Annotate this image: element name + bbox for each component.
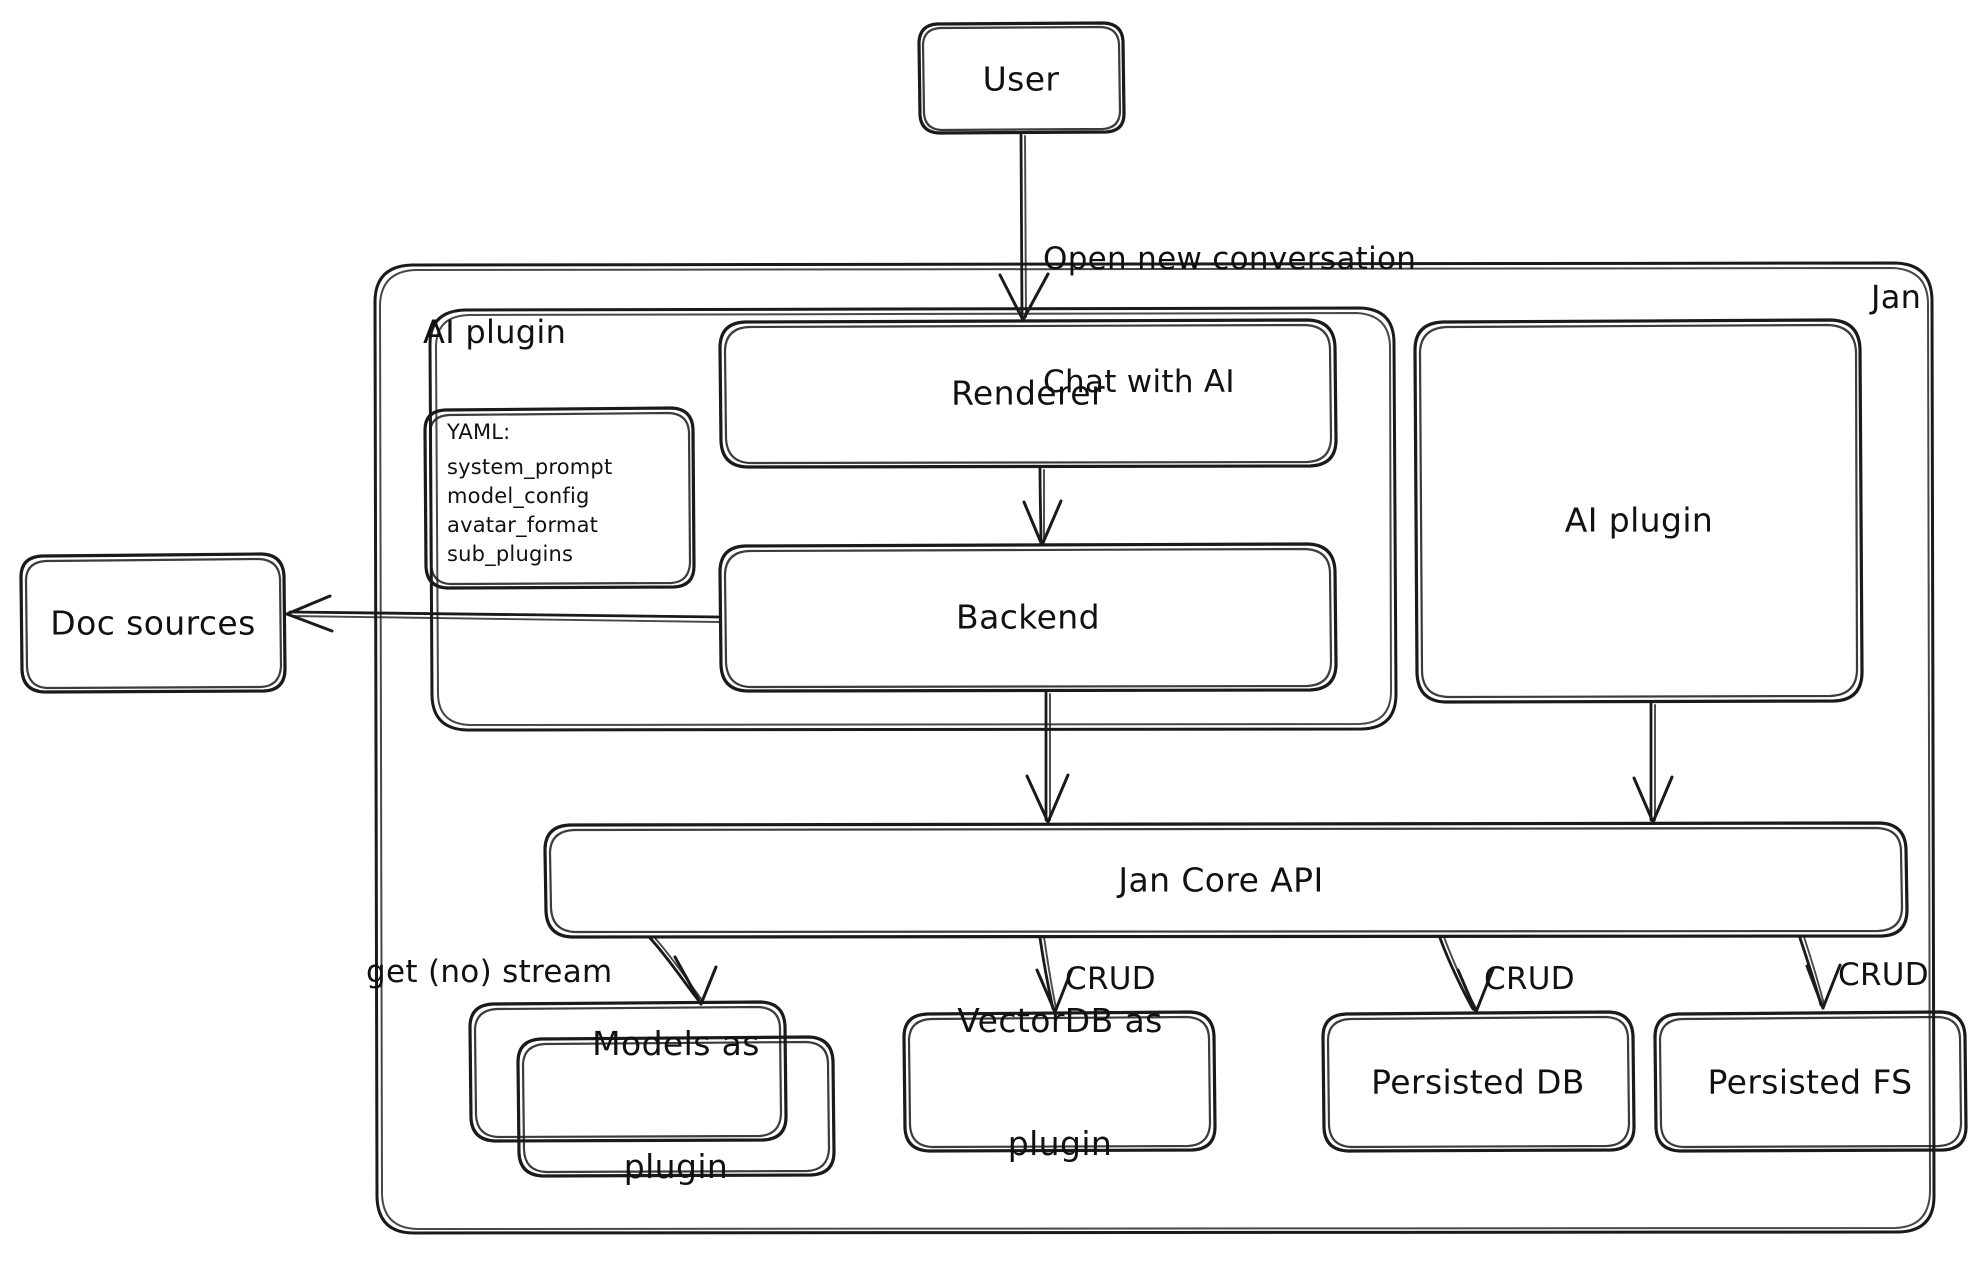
node-renderer-box[interactable] xyxy=(718,318,1338,469)
yaml-header: YAML: xyxy=(447,420,511,444)
edge-core-api-to-persisted-db xyxy=(1438,936,1495,1014)
yaml-config-text: YAML: system_prompt model_config avatar_… xyxy=(447,418,612,569)
node-doc-sources-box[interactable] xyxy=(19,552,287,694)
edge-core-api-to-models xyxy=(648,936,718,1006)
node-ai-plugin-right-box[interactable] xyxy=(1413,318,1864,704)
edge-backend-to-core-api xyxy=(1025,690,1070,824)
node-persisted-db-box[interactable] xyxy=(1321,1010,1636,1153)
edge-core-api-to-vectordb xyxy=(1035,936,1074,1014)
node-persisted-fs-box[interactable] xyxy=(1653,1010,1968,1153)
container-ai-plugin-group xyxy=(428,306,1398,732)
node-user-box[interactable] xyxy=(917,21,1126,135)
yaml-key-avatar-format: avatar_format xyxy=(447,512,599,537)
node-backend-box[interactable] xyxy=(718,542,1338,693)
edge-backend-to-doc-sources xyxy=(285,594,722,633)
edge-renderer-to-backend xyxy=(1022,466,1063,547)
yaml-key-model-config: model_config xyxy=(447,483,590,508)
node-models-plugin-back-box xyxy=(468,1000,788,1143)
edge-ai-plugin-to-core-api xyxy=(1632,701,1674,824)
yaml-key-sub-plugins: sub_plugins xyxy=(447,541,574,566)
node-jan-core-api-box[interactable] xyxy=(543,821,1909,939)
node-yaml-config-box[interactable] xyxy=(423,406,696,590)
yaml-key-system-prompt: system_prompt xyxy=(447,454,613,479)
edge-core-api-to-persisted-fs xyxy=(1798,936,1842,1010)
edge-user-to-renderer xyxy=(998,132,1050,322)
node-vectordb-plugin-box[interactable] xyxy=(902,1010,1217,1153)
node-models-plugin-box[interactable] xyxy=(516,1035,836,1178)
container-jan xyxy=(373,261,1936,1235)
